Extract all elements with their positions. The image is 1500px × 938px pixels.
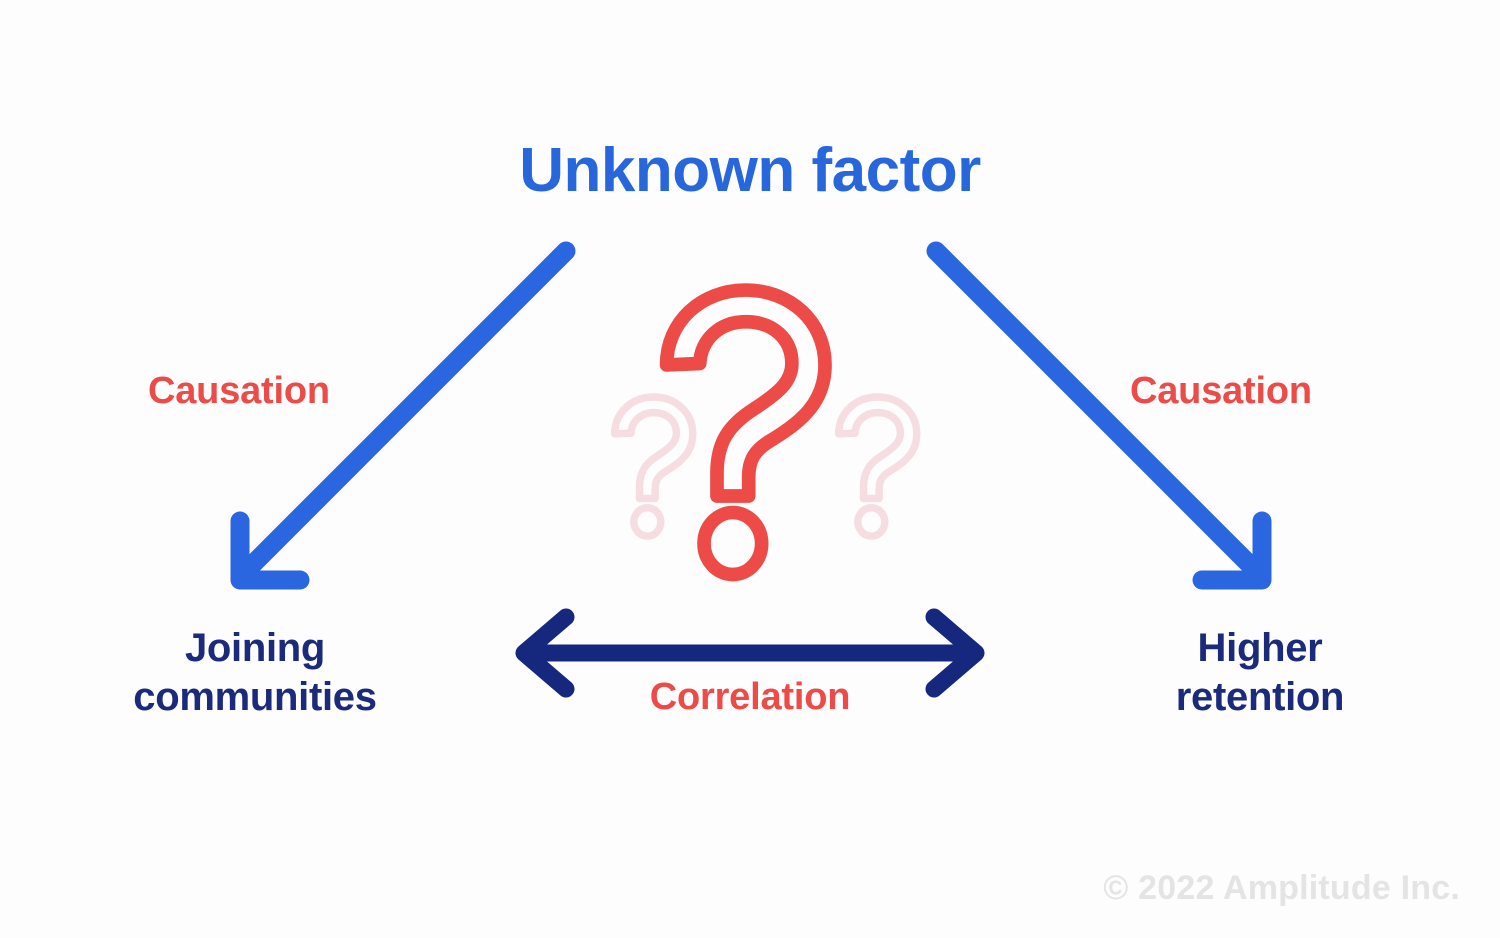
node-right-line2: retention bbox=[1175, 674, 1345, 719]
page-title: Unknown factor bbox=[519, 136, 981, 205]
causation-label-right: Causation bbox=[1130, 370, 1312, 412]
causation-arrow-right bbox=[926, 241, 1272, 590]
correlation-arrow bbox=[515, 608, 985, 698]
node-higher-retention: Higher retention bbox=[1060, 624, 1460, 722]
node-left-line2: communities bbox=[133, 674, 377, 719]
copyright-watermark: © 2022 Amplitude Inc. bbox=[1103, 869, 1460, 907]
node-right-line1: Higher bbox=[1197, 626, 1323, 670]
causation-arrow-left bbox=[230, 241, 576, 590]
causation-label-left: Causation bbox=[148, 370, 330, 412]
node-joining-communities: Joining communities bbox=[40, 624, 470, 722]
question-mark-icon-faded-left bbox=[610, 393, 697, 540]
question-mark-icon-faded-right bbox=[834, 393, 921, 540]
node-left-line1: Joining bbox=[184, 626, 326, 670]
correlation-label: Correlation bbox=[649, 676, 851, 718]
question-mark-icon bbox=[659, 283, 832, 582]
